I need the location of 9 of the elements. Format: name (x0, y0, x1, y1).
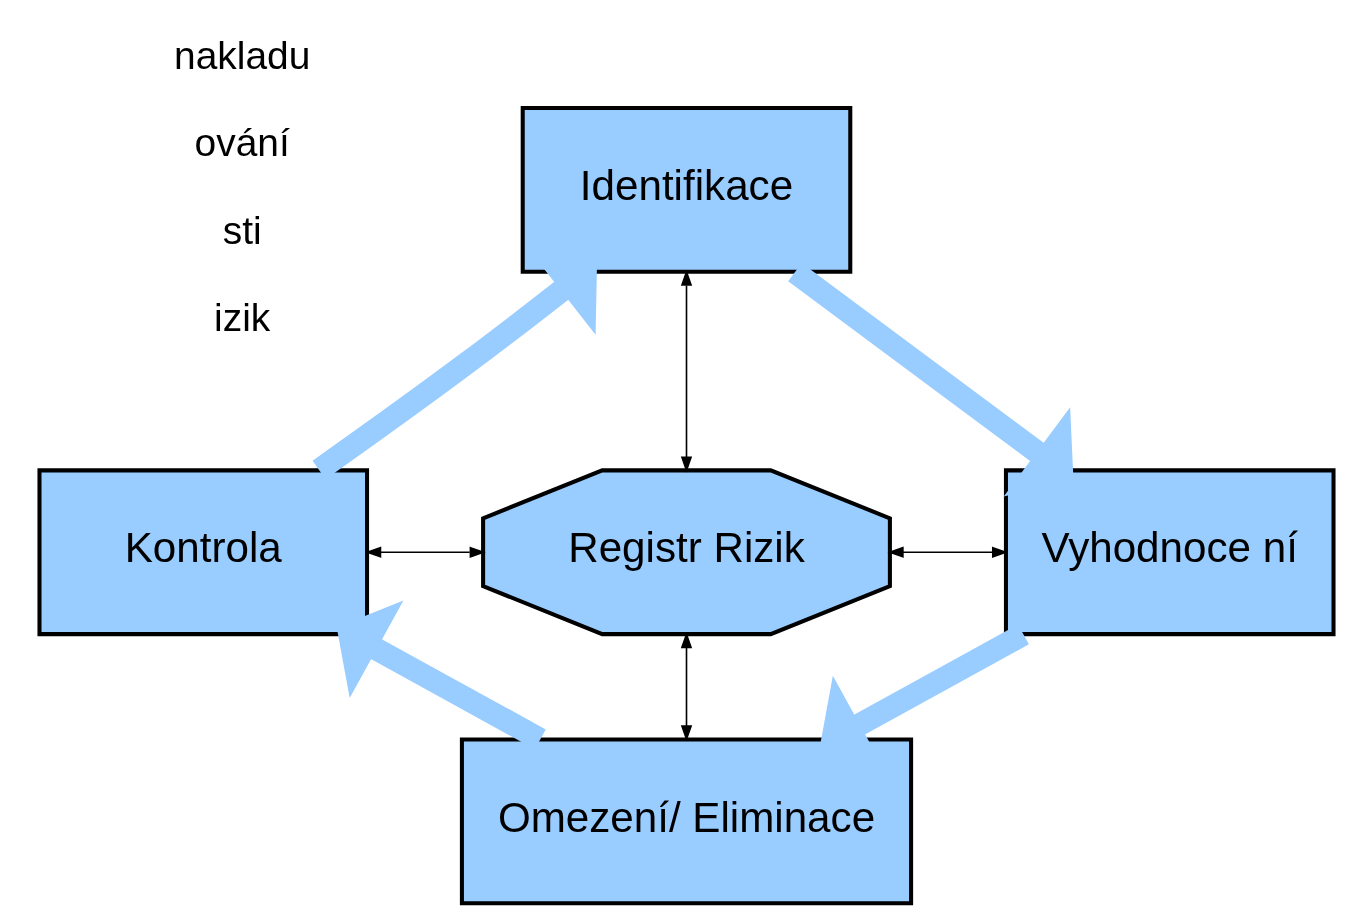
label: ování (194, 121, 290, 165)
node-box: Kontrola (36, 468, 369, 637)
label: nakladu (173, 33, 310, 77)
label: sti (222, 208, 262, 252)
arrow (680, 269, 692, 473)
node-box: Identifikace (520, 105, 852, 274)
node-box: Omezení/ Eliminace (459, 737, 913, 906)
node-box: Vyhodnoce ní (1003, 468, 1336, 637)
label: izik (213, 296, 270, 340)
